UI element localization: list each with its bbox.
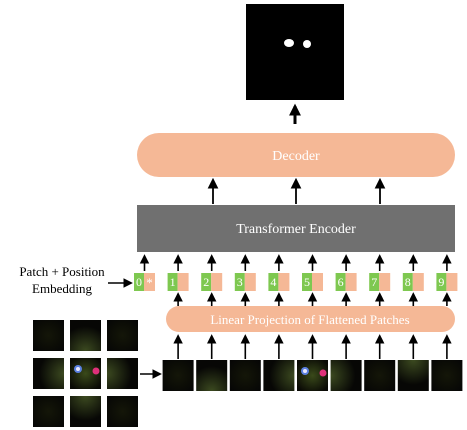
position-embedding-3 (234, 273, 245, 291)
token-index-7: 7 (371, 275, 377, 289)
grid-patch-5 (70, 358, 101, 389)
position-embedding-0 (134, 273, 144, 291)
patch-embedding-1 (177, 273, 189, 291)
token-index-5: 5 (304, 275, 310, 289)
sequence-patch-8 (397, 360, 429, 391)
output-mask-image (246, 4, 344, 100)
sequence-patch-1 (162, 360, 194, 391)
grid-patch-2 (70, 320, 101, 351)
token-3: 3 (234, 254, 256, 306)
input-patch-grid (33, 320, 138, 427)
patch-embedding-0 (144, 273, 155, 291)
decoder-block: Decoder (137, 133, 455, 177)
position-embedding-2 (201, 273, 212, 291)
sequence-patch-5 (297, 360, 328, 391)
token-index-0: 0 (136, 275, 142, 289)
patch-embedding-5 (312, 273, 323, 291)
token-2: 2 (201, 254, 223, 306)
token-4: 4 (268, 254, 290, 306)
sequence-patch-9 (431, 360, 463, 391)
patch-embedding-8 (412, 273, 424, 291)
grid-patch-7 (33, 396, 64, 427)
token-index-1: 1 (170, 275, 176, 289)
position-embedding-4 (268, 273, 279, 291)
embedding-caption-line2: Embedding (32, 281, 92, 296)
flattened-patch-sequence (162, 360, 463, 391)
encoder-label: Transformer Encoder (236, 222, 356, 237)
token-5: 5 (302, 254, 323, 306)
token-1: 1 (167, 254, 189, 306)
grid-patch-3 (107, 320, 138, 351)
patch-embedding-3 (244, 273, 256, 291)
linear-projection-block: Linear Projection of Flattened Patches (166, 306, 455, 332)
grid-patch-6 (107, 358, 138, 389)
grid-patch-9 (107, 396, 138, 427)
embedding-caption: Patch + Position Embedding (19, 264, 133, 296)
position-embedding-6 (335, 273, 346, 291)
sequence-patch-3 (229, 360, 261, 391)
token-index-4: 4 (270, 275, 276, 289)
projection-label: Linear Projection of Flattened Patches (210, 312, 409, 327)
patch-to-projection-arrows (173, 334, 452, 359)
token-index-2: 2 (203, 275, 209, 289)
token-index-6: 6 (338, 275, 344, 289)
position-embedding-7 (369, 273, 380, 291)
patch-embedding-7 (379, 273, 391, 291)
token-9: 9 (436, 254, 458, 306)
sequence-patch-2 (196, 360, 228, 391)
patch-embedding-4 (278, 273, 290, 291)
token-0: 0* (134, 254, 155, 291)
transformer-encoder-block: Transformer Encoder (137, 205, 455, 252)
embedding-caption-line1: Patch + Position (19, 264, 105, 279)
patch-embedding-9 (446, 273, 458, 291)
sequence-patch-7 (364, 360, 396, 391)
decoder-label: Decoder (272, 149, 320, 164)
position-embedding-5 (302, 273, 312, 291)
grid-patch-1 (33, 320, 64, 351)
sequence-patch-6 (330, 360, 362, 391)
patch-embedding-2 (211, 273, 223, 291)
grid-patch-4 (33, 358, 64, 389)
token-7: 7 (369, 254, 391, 306)
grid-patch-8 (70, 396, 101, 427)
token-index-9: 9 (438, 275, 444, 289)
encoder-to-decoder-arrows (207, 177, 386, 204)
class-token-marker: * (146, 275, 153, 290)
position-embedding-9 (436, 273, 447, 291)
token-8: 8 (402, 254, 424, 306)
patch-embedding-6 (345, 273, 357, 291)
sequence-patch-4 (263, 360, 295, 391)
token-6: 6 (335, 254, 357, 306)
position-embedding-8 (402, 273, 413, 291)
token-index-8: 8 (405, 275, 411, 289)
token-index-3: 3 (237, 275, 243, 289)
position-embedding-1 (167, 273, 178, 291)
